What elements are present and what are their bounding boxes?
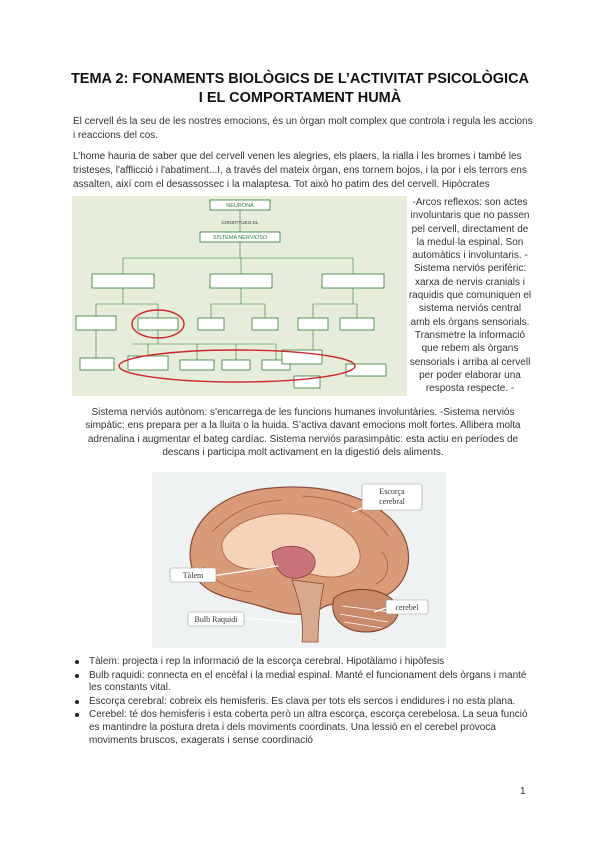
list-item: Bulb raquidi: connecta en el encèfal i l… — [73, 670, 535, 695]
side-text: -Arcos reflexos: son actes involuntaris … — [408, 197, 532, 395]
quote-paragraph: L’home hauria de saber que del cervell v… — [73, 151, 527, 190]
diagram-top-box: NEURONA — [226, 203, 254, 209]
bullet-icon — [75, 673, 79, 678]
list-item: Tàlem: projecta i rep la informació de l… — [73, 656, 535, 669]
intro-paragraph: El cervell és la seu de les nostres emoc… — [73, 116, 533, 141]
bullet-icon — [75, 699, 79, 704]
page-title: TEMA 2: FONAMENTS BIOLÒGICS DE L’ACTIVIT… — [60, 70, 540, 108]
label-cerebel: cerebel — [395, 603, 419, 612]
diagram-sub-text: CONSTITUEIX EL — [221, 220, 259, 225]
page-number: 1 — [520, 786, 526, 797]
diagram-main-box: SISTEMA NERVIOSO — [213, 235, 268, 241]
list-item: Escorça cerebral: cobreix els hemisferis… — [73, 696, 535, 709]
list-item: Cerebel: té dos hemisferis i esta cobert… — [73, 709, 535, 747]
bullet-icon — [75, 660, 79, 664]
brain-parts-list: Tàlem: projecta i rep la informació de l… — [73, 656, 535, 748]
label-talem: Tàlem — [183, 571, 204, 580]
autonomic-text: Sistema nerviós autònom: s’encarrega de … — [85, 407, 521, 458]
title-line-2: I EL COMPORTAMENT HUMÀ — [198, 90, 402, 106]
label-bulb: Bulb Raquidi — [195, 615, 239, 624]
bullet-icon — [75, 713, 79, 718]
nervous-system-diagram: NEURONA CONSTITUEIX EL SISTEMA NERVIOSO — [72, 196, 407, 396]
title-line-1: TEMA 2: FONAMENTS BIOLÒGICS DE L’ACTIVIT… — [70, 71, 530, 87]
